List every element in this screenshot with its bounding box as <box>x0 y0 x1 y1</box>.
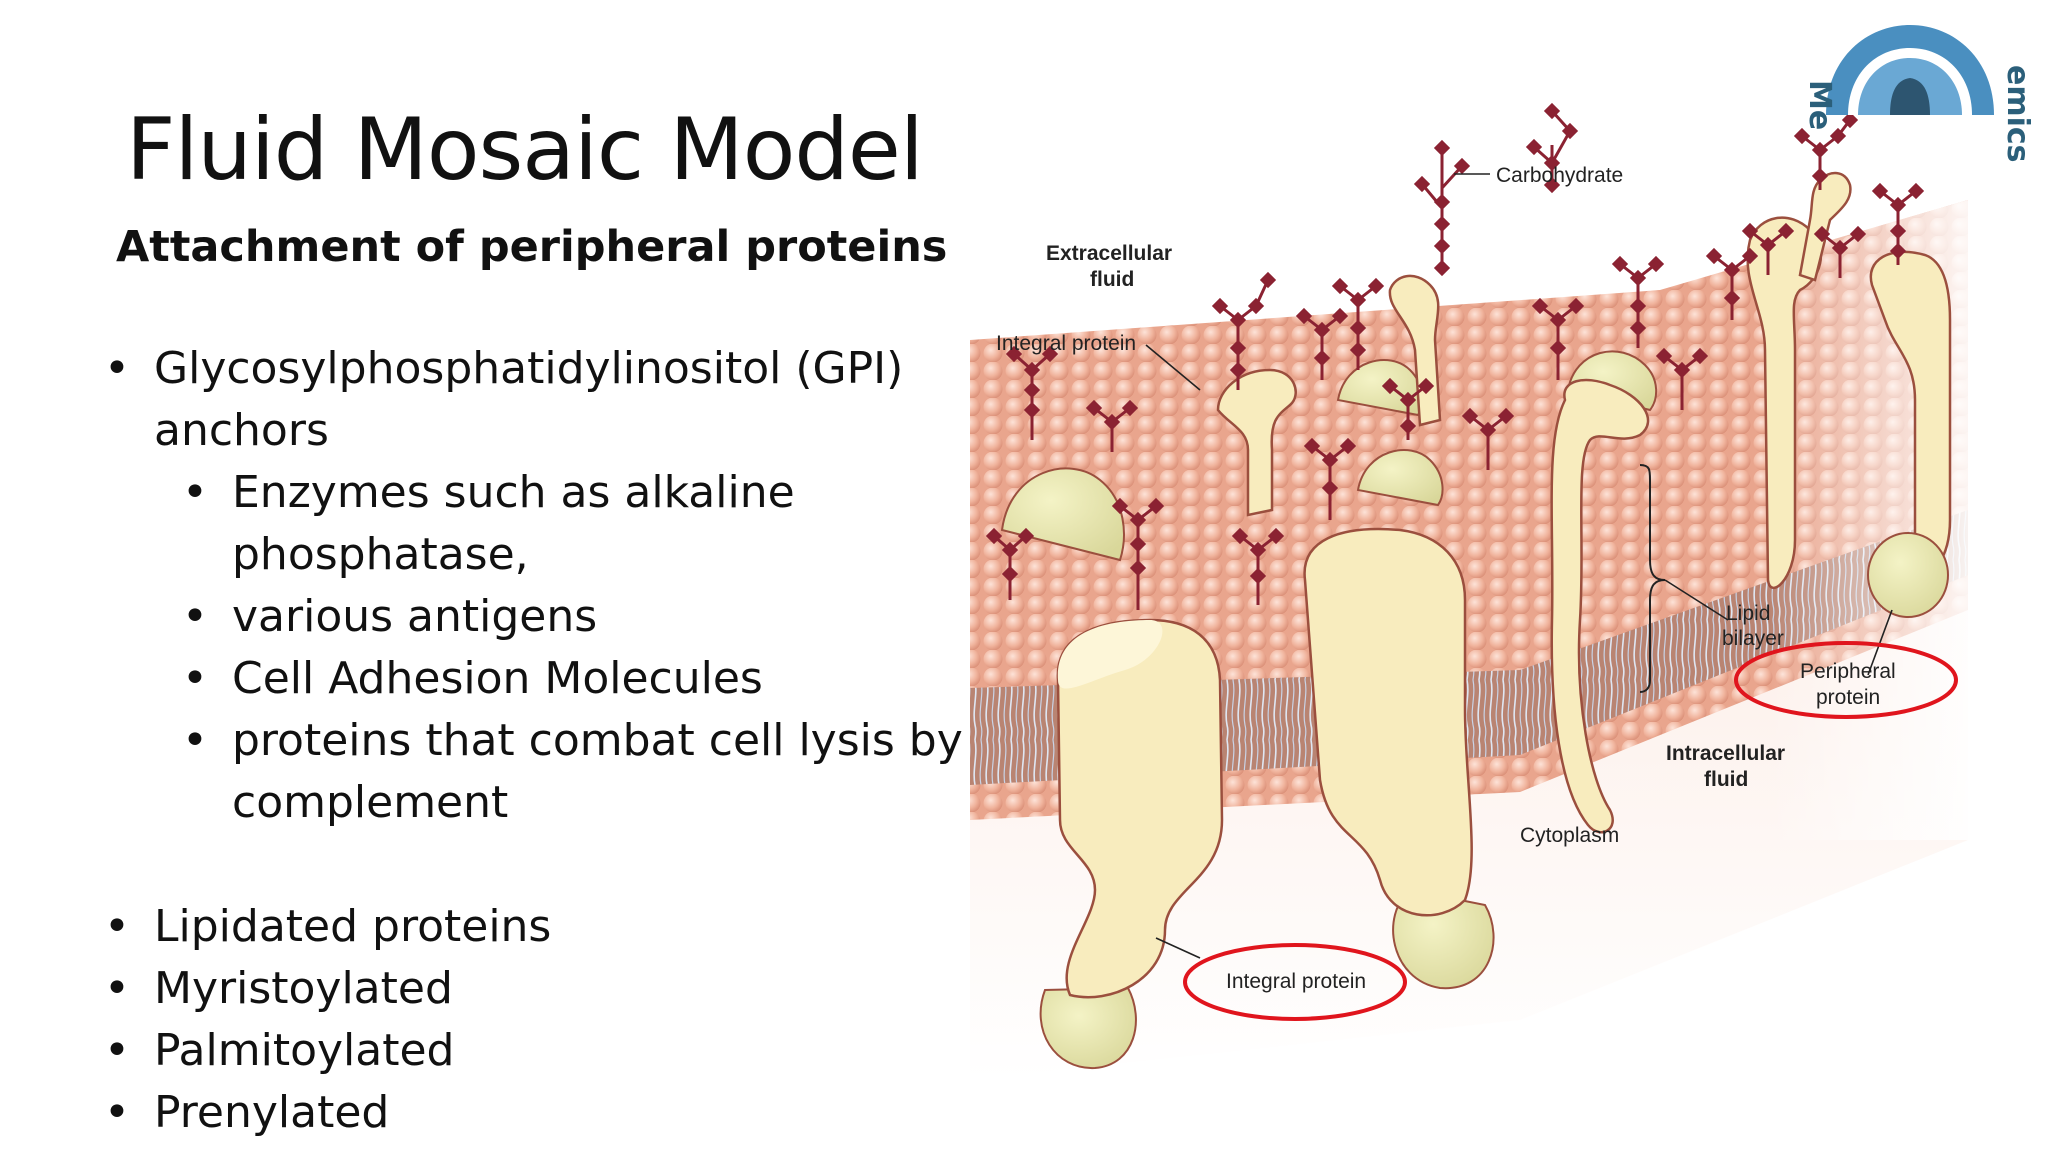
integral-protein-left <box>1039 618 1224 1070</box>
logo-text-left: Me <box>1802 80 1837 130</box>
label-extracellular-fluid-line2: fluid <box>1090 268 1134 291</box>
label-extracellular-fluid-line1: Extracellular <box>1046 242 1172 265</box>
sub-bullet-complement: proteins that combat cell lysis by compl… <box>104 710 974 834</box>
label-peripheral-protein-line1: Peripheral <box>1800 660 1896 683</box>
label-cytoplasm: Cytoplasm <box>1520 824 1619 847</box>
highlight-integral-protein <box>1183 943 1407 1021</box>
integral-protein-right <box>1746 216 1952 618</box>
membrane-diagram: Carbohydrate Extracellular fluid Integra… <box>970 25 2035 1080</box>
sub-bullet-enzymes: Enzymes such as alkaline phosphatase, <box>104 462 974 586</box>
label-intracellular-fluid-line1: Intracellular <box>1666 742 1785 765</box>
label-integral-protein-bottom: Integral protein <box>1226 970 1366 993</box>
highlight-peripheral-protein <box>1734 641 1958 719</box>
bullet-gpi-anchors: Glycosylphosphatidylinositol (GPI) ancho… <box>104 338 974 462</box>
bullet-palmitoylated: Palmitoylated <box>104 1020 974 1082</box>
bullet-prenylated: Prenylated <box>104 1082 974 1144</box>
bullet-myristoylated: Myristoylated <box>104 958 974 1020</box>
integral-protein-middle <box>1303 527 1495 990</box>
label-lipid-bilayer-line1: Lipid <box>1726 602 1770 625</box>
label-carbohydrate: Carbohydrate <box>1496 164 1623 187</box>
logo-text-right: emics <box>2000 65 2035 163</box>
bullet-lipidated: Lipidated proteins <box>104 896 974 958</box>
peripheral-blob-top-2 <box>1356 449 1444 507</box>
sub-bullet-cams: Cell Adhesion Molecules <box>104 648 974 710</box>
carbohydrate-chains <box>985 102 1925 610</box>
logo: Me emics <box>1802 25 2035 163</box>
label-integral-protein-top: Integral protein <box>996 332 1136 355</box>
bullet-list: Glycosylphosphatidylinositol (GPI) ancho… <box>104 338 974 1144</box>
logo-person-icon <box>1890 78 1930 115</box>
slide-title: Fluid Mosaic Model <box>126 100 924 200</box>
sub-bullet-antigens: various antigens <box>104 586 974 648</box>
leader-lines <box>1145 173 1893 959</box>
slide-subtitle: Attachment of peripheral proteins <box>116 222 948 272</box>
label-intracellular-fluid-line2: fluid <box>1704 768 1748 791</box>
label-lipid-bilayer-line2: bilayer <box>1722 627 1784 650</box>
integral-protein-serpentine <box>1550 378 1650 834</box>
label-peripheral-protein-line2: protein <box>1816 686 1880 709</box>
